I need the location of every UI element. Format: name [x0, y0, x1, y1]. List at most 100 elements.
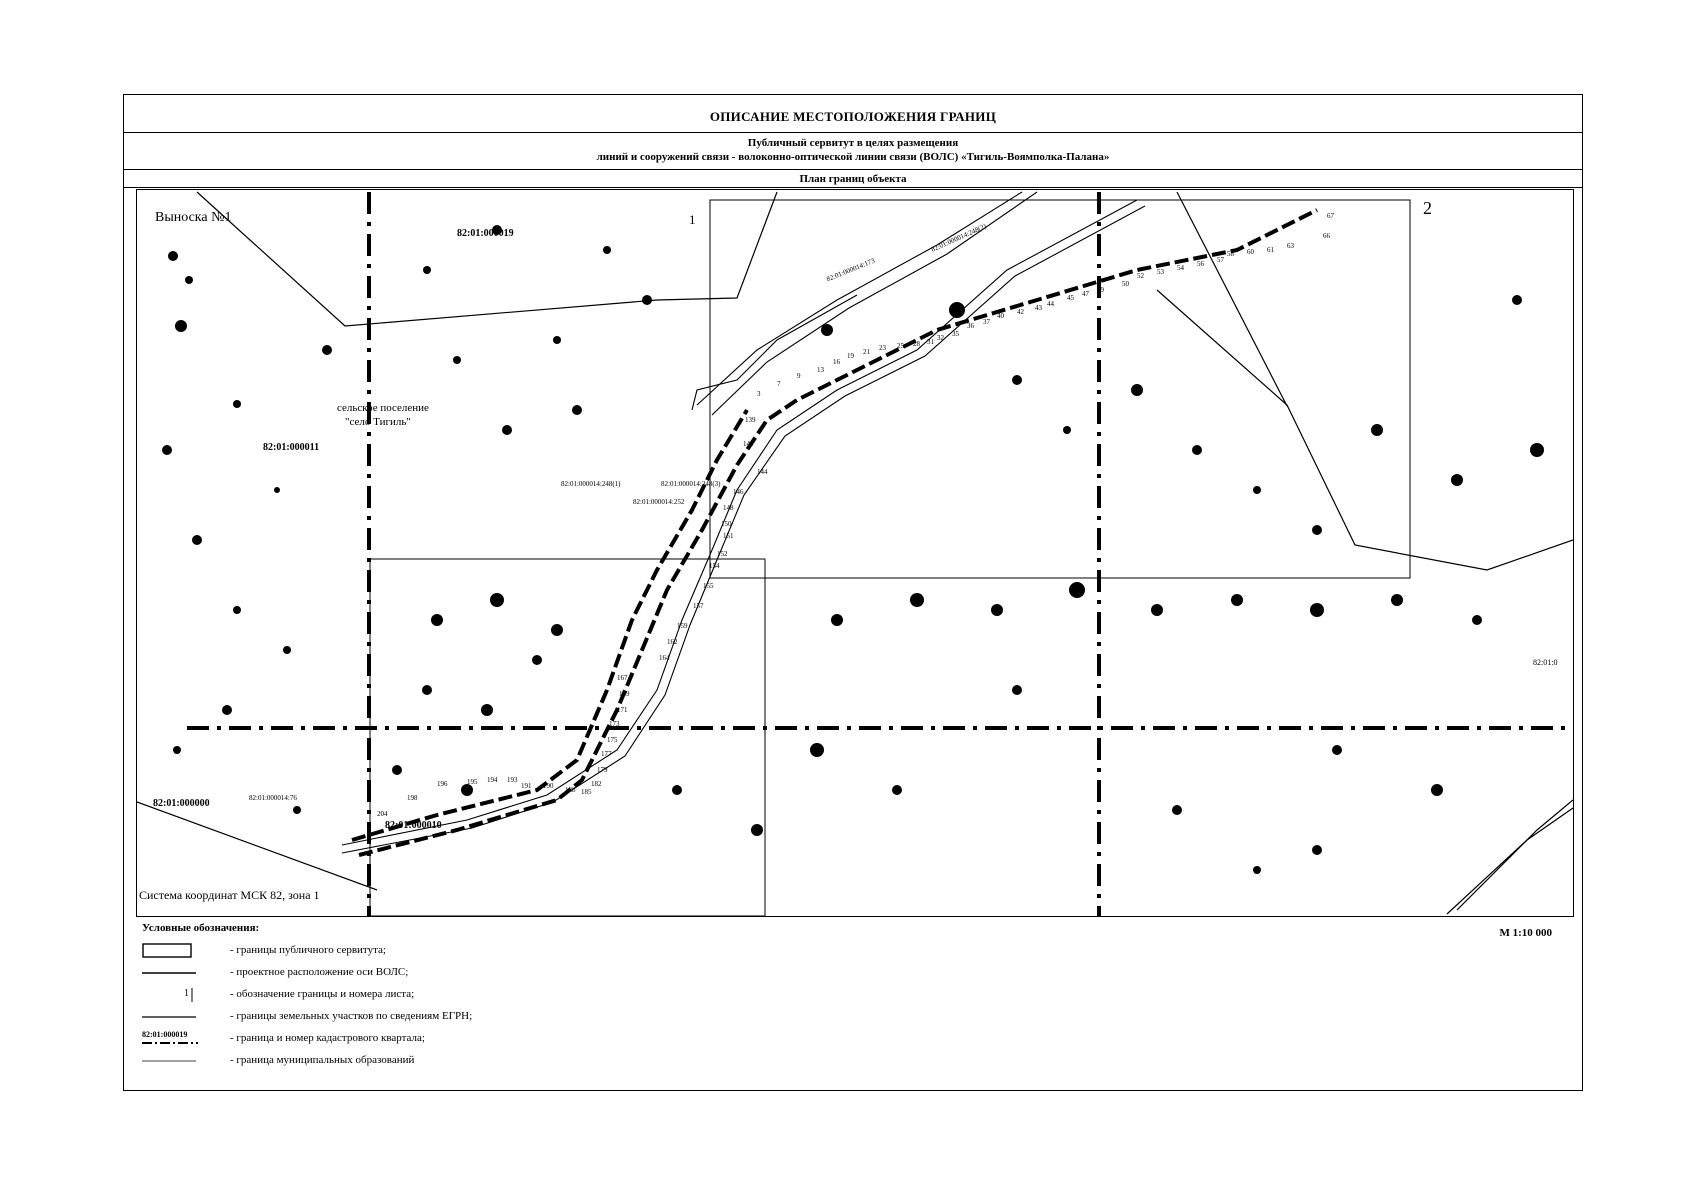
boundary-point-label: 185 [581, 788, 592, 796]
boundary-point-label: 44 [1047, 300, 1054, 308]
boundary-point-label: 47 [1082, 290, 1089, 298]
quarter-label: 82:01:000010 [385, 820, 442, 831]
subtitle-line-1: Публичный сервитут в целях размещения [747, 137, 959, 149]
callout-label: Выноска №1 [155, 210, 232, 225]
boundary-point-label: 56 [1197, 260, 1204, 268]
boundary-point-label: 45 [1067, 294, 1074, 302]
settlement-label-line-2: "село Тигиль" [345, 416, 411, 428]
boundary-point-label: 43 [1035, 304, 1042, 312]
boundary-point-label: 191 [521, 782, 532, 790]
boundary-point-label: 54 [1177, 264, 1184, 272]
boundary-point-label: 173 [609, 720, 620, 728]
boundary-point-label: 36 [967, 322, 974, 330]
boundary-point-label: 190 [543, 782, 554, 790]
boundary-point-label: 13 [817, 366, 824, 374]
map-graphics [137, 191, 1573, 916]
boundary-point-label: 25 [897, 342, 904, 350]
boundary-point-label: 198 [407, 794, 418, 802]
fiber-route [341, 191, 1146, 854]
boundary-point-label: 162 [667, 638, 678, 646]
boundary-point-label: 141 [743, 440, 754, 448]
boundary-point-label: 171 [617, 706, 628, 714]
legend-item-fiber-axis: - проектное расположение оси ВОЛС; [142, 964, 842, 982]
boundary-point-label: 157 [693, 602, 704, 610]
boundary-point-label: 67 [1327, 212, 1334, 220]
boundary-point-label: 53 [1157, 268, 1164, 276]
boundary-point-label: 139 [745, 416, 756, 424]
boundary-point-label: 61 [1267, 246, 1274, 254]
map-scale: М 1:10 000 [1499, 927, 1552, 939]
boundary-point-label: 42 [1017, 308, 1024, 316]
boundary-point-label: 58 [1227, 250, 1234, 258]
legend-item-easement: - границы публичного сервитута; [142, 942, 842, 960]
parcel-label: 82:01:000014:248(1) [561, 480, 621, 488]
boundary-point-label: 194 [487, 776, 498, 784]
legend-title: Условные обозначения: [142, 922, 260, 934]
quarter-label: 82:01:000011 [263, 442, 320, 453]
fiber-axis-symbol [142, 972, 196, 974]
boundary-point-label: 167 [617, 674, 628, 682]
section-title: План границ объекта [124, 170, 1582, 188]
legend-quarter-sample: 82:01:000019 [142, 1030, 188, 1039]
boundary-point-label: 3 [757, 390, 761, 398]
boundary-point-label: 16 [833, 358, 840, 366]
boundary-point-label: 188 [565, 786, 576, 794]
boundary-point-label: 50 [1122, 280, 1129, 288]
quarter-label: 82:01:000000 [153, 798, 210, 809]
sheet-frames [369, 199, 1411, 916]
boundary-point-label: 177 [601, 750, 612, 758]
boundary-point-label: 63 [1287, 242, 1294, 250]
parcel-label: 82:01:000014:252 [633, 498, 685, 506]
coordinate-system: Система координат МСК 82, зона 1 [139, 888, 320, 902]
easement-boundary [351, 208, 1318, 857]
boundary-point-label: 152 [717, 550, 728, 558]
boundary-point-label: 60 [1247, 248, 1254, 256]
legend-item-sheet-boundary: 1 - обозначение границы и номера листа; [142, 986, 842, 1004]
boundary-point-label: 66 [1323, 232, 1330, 240]
boundary-point-label: 7 [777, 380, 781, 388]
boundary-point-label: 9 [797, 372, 801, 380]
boundary-point-label: 204 [377, 810, 388, 818]
legend-sheet-number: 1 [184, 988, 189, 999]
boundary-point-label: 32 [937, 334, 944, 342]
boundary-point-label: 52 [1137, 272, 1144, 280]
parcel-label: 82:01:000014:248(3) [661, 480, 721, 488]
boundary-point-label: 35 [952, 330, 959, 338]
boundary-point-label: 28 [913, 340, 920, 348]
settlement-label-line-1: сельское поселение [337, 402, 429, 414]
quarter-label: 82:01:000019 [457, 228, 514, 239]
boundary-map: Выноска №1 82:01:000019 82:01:000011 82:… [136, 189, 1574, 917]
boundary-point-label: 40 [997, 312, 1004, 320]
document-title: ОПИСАНИЕ МЕСТОПОЛОЖЕНИЯ ГРАНИЦ [124, 95, 1582, 133]
boundary-point-label: 195 [467, 778, 478, 786]
quarter-boundary-symbol [142, 1042, 198, 1044]
legend-item-parcels: - границы земельных участков по сведения… [142, 1008, 842, 1026]
parcel-boundary-symbol [142, 1016, 196, 1018]
terrain-features [162, 225, 1544, 874]
legend: Условные обозначения: - границы публично… [124, 920, 1582, 1090]
parcel-label: 82:01:000014:76 [249, 794, 297, 802]
boundary-point-label: 155 [703, 582, 714, 590]
boundary-point-label: 175 [607, 736, 618, 744]
boundary-point-label: 57 [1217, 256, 1224, 264]
boundary-point-label: 150 [721, 520, 732, 528]
legend-item-quarter: 82:01:000019 - граница и номер кадастров… [142, 1030, 842, 1048]
boundary-point-label: 49 [1097, 286, 1104, 294]
sheet-number: 2 [1423, 198, 1432, 218]
sheet-number: 1 [689, 212, 696, 227]
municipal-boundary-symbol [142, 1060, 196, 1062]
quarter-label: 82:01:0 [1533, 658, 1558, 667]
municipal-boundaries [137, 191, 1573, 915]
document-sheet: ОПИСАНИЕ МЕСТОПОЛОЖЕНИЯ ГРАНИЦ Публичный… [123, 94, 1583, 1091]
boundary-point-label: 31 [927, 338, 934, 346]
quarter-boundaries [187, 192, 1573, 916]
boundary-point-label: 179 [597, 766, 608, 774]
boundary-point-label: 23 [879, 344, 886, 352]
boundary-point-label: 19 [847, 352, 854, 360]
boundary-point-label: 169 [619, 690, 630, 698]
boundary-point-label: 164 [659, 654, 670, 662]
boundary-point-label: 151 [723, 532, 734, 540]
legend-item-municipal: - граница муниципальных образований [142, 1052, 842, 1070]
boundary-point-label: 144 [757, 468, 768, 476]
boundary-point-label: 21 [863, 348, 870, 356]
